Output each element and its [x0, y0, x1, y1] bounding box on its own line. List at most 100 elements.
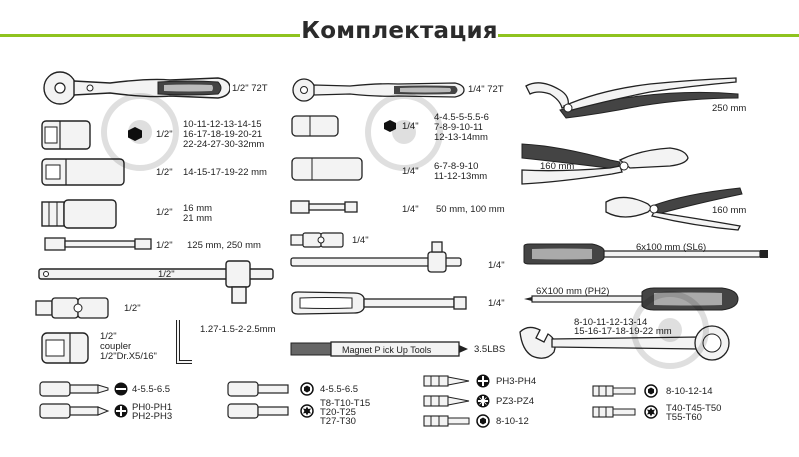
universal-joint-half-inch-size: 1/2": [124, 303, 141, 314]
hex-bits-a-sizes: 4-5.5-6.5: [320, 384, 359, 395]
deep-socket-half-inch-image: [40, 157, 130, 187]
water-pump-pliers-image: [520, 76, 740, 138]
phillips-bit-image: [423, 374, 473, 388]
sliding-t-bar-half-inch-image: [38, 255, 278, 307]
ratchet-quarter-inch-label: 1/4" 72T: [468, 84, 504, 95]
side-cutters-image: [604, 184, 744, 232]
hex-socket-half-inch-image: [40, 118, 95, 152]
torx-bits-a-line-1: T8-T10-T15: [320, 398, 371, 409]
hex-sockets-quarter-line-2: 7-8-9-10-11: [434, 122, 483, 133]
phillips-screwdriver-image: [522, 286, 742, 312]
water-pump-pliers-size: 250 mm: [712, 103, 747, 114]
ratchet-half-inch-label: 1/2" 72T: [232, 83, 268, 94]
header-line-right: [498, 34, 799, 37]
phillips-bits-a-line-2: PH2-PH3: [132, 411, 173, 422]
t-bar-half-inch-size: 1/2": [158, 269, 175, 280]
flat-screwdriver-image: [522, 242, 772, 266]
combination-pliers-image: [520, 140, 690, 188]
torx-bits-c-line-2: T55-T60: [666, 412, 702, 423]
phillips-screwdriver-size: 6X100 mm (PH2): [536, 286, 610, 297]
wrenches-line-2: 15-16-17-18-19-22 mm: [574, 326, 672, 337]
spark-socket-line-2: 21 mm: [183, 213, 213, 224]
spark-plug-socket-image: [40, 198, 120, 230]
hex-sockets-half-line-1: 10-11-12-13-14-15: [183, 119, 262, 130]
pozidriv-bits-b-sizes: PZ3-PZ4: [496, 396, 535, 407]
watermark-logo: [630, 290, 710, 370]
hex-bit-image: [423, 414, 473, 428]
combination-pliers-size: 160 mm: [540, 161, 575, 172]
torx-icon: [644, 405, 658, 419]
hex-sockets-quarter-line-3: 12-13-14mm: [434, 132, 488, 143]
deep-socket-half-inch-size: 1/2": [156, 167, 173, 178]
torx-icon: [300, 404, 314, 418]
hex-socket-half-inch-size: 1/2": [156, 129, 173, 140]
torx-bits-a-line-2: T20-T25: [320, 407, 356, 418]
slotted-bits-a-sizes: 4-5.5-6.5: [132, 384, 171, 395]
side-cutters-size: 160 mm: [712, 205, 747, 216]
hex-sockets-half-line-3: 22-24-27-30-32mm: [183, 139, 265, 150]
adapter-coupler-image: [40, 330, 96, 366]
slotted-icon: [114, 382, 128, 396]
combination-wrench-image: [518, 322, 733, 364]
extension-half-inch-lengths: 125 mm, 250 mm: [187, 240, 261, 251]
phillips-bits-b-sizes: PH3-PH4: [496, 376, 537, 387]
universal-joint-quarter-inch-size: 1/4": [352, 235, 369, 246]
deep-socket-quarter-inch-image: [290, 156, 366, 182]
hex-socket-icon: [476, 414, 490, 428]
socket-driver-quarter-inch-image: [290, 290, 470, 316]
slotted-bit-image: [38, 380, 110, 398]
hexagon-icon: [383, 119, 397, 133]
hex-keys-image: [172, 318, 196, 368]
hex-bit-image: [592, 384, 638, 398]
extension-bar-quarter-inch-image: [290, 199, 360, 215]
deep-sockets-quarter-line-1: 6-7-8-9-10: [434, 161, 479, 172]
magnet-pickup-tool-image: [290, 339, 470, 359]
extension-quarter-inch-size: 1/4": [402, 204, 419, 215]
ratchet-quarter-inch-image: [290, 76, 465, 104]
wrenches-line-1: 8-10-11-12-13-14: [574, 317, 648, 328]
extension-half-inch-size: 1/2": [156, 240, 173, 251]
deep-sockets-half-sizes: 14-15-17-19-22 mm: [183, 167, 267, 178]
hex-bit-image: [226, 380, 296, 398]
torx-bits-c-line-1: T40-T45-T50: [666, 403, 722, 414]
sliding-t-bar-quarter-inch-image: [290, 240, 465, 274]
torx-bit-image: [226, 402, 296, 420]
magnet-pickup-weight: 3.5LBS: [474, 344, 506, 355]
hex-socket-icon: [300, 382, 314, 396]
hex-socket-icon: [644, 384, 658, 398]
universal-joint-quarter-inch-image: [290, 231, 346, 249]
hex-socket-quarter-inch-size: 1/4": [402, 122, 419, 132]
phillips-icon: [114, 404, 128, 418]
extension-quarter-inch-lengths: 50 mm, 100 mm: [436, 204, 505, 215]
universal-joint-half-inch-image: [34, 295, 114, 321]
deep-socket-quarter-inch-size: 1/4": [402, 166, 419, 177]
hex-bits-b-sizes: 8-10-12: [496, 416, 529, 427]
socket-driver-quarter-inch-size: 1/4": [488, 298, 505, 309]
spark-socket-size: 1/2": [156, 207, 173, 218]
magnet-pickup-label: Magnet P ick Up Tools: [342, 345, 432, 355]
flat-screwdriver-size: 6x100 mm (SL6): [636, 242, 707, 253]
phillips-bits-a-line-1: PH0-PH1: [132, 402, 173, 413]
phillips-icon: [476, 374, 490, 388]
torx-bit-image: [592, 405, 638, 419]
watermark-logo: [364, 92, 444, 172]
coupler-line-1: 1/2": [100, 331, 117, 342]
t-bar-quarter-inch-size: 1/4": [488, 260, 505, 271]
hex-socket-quarter-inch-image: [290, 114, 342, 138]
hex-keys-sizes: 1.27-1.5-2-2.5mm: [200, 324, 276, 335]
ratchet-half-inch-image: [40, 68, 230, 108]
watermark-logo: [100, 92, 180, 172]
torx-bits-a-line-3: T27-T30: [320, 416, 356, 427]
spark-socket-line-1: 16 mm: [183, 203, 213, 214]
extension-bar-half-inch-image: [44, 236, 154, 252]
hex-bits-c-sizes: 8-10-12-14: [666, 386, 713, 397]
hexagon-icon: [127, 126, 143, 142]
pozidriv-icon: [476, 394, 490, 408]
phillips-bit-image: [38, 402, 110, 420]
hex-sockets-half-line-2: 16-17-18-19-20-21: [183, 129, 263, 140]
pozidriv-bit-image: [423, 394, 473, 408]
deep-sockets-quarter-line-2: 11-12-13mm: [434, 171, 488, 182]
coupler-line-3: 1/2"Dr.X5/16": [100, 351, 157, 362]
page-title: Комплектация: [301, 18, 498, 44]
header-line-left: [0, 34, 300, 37]
